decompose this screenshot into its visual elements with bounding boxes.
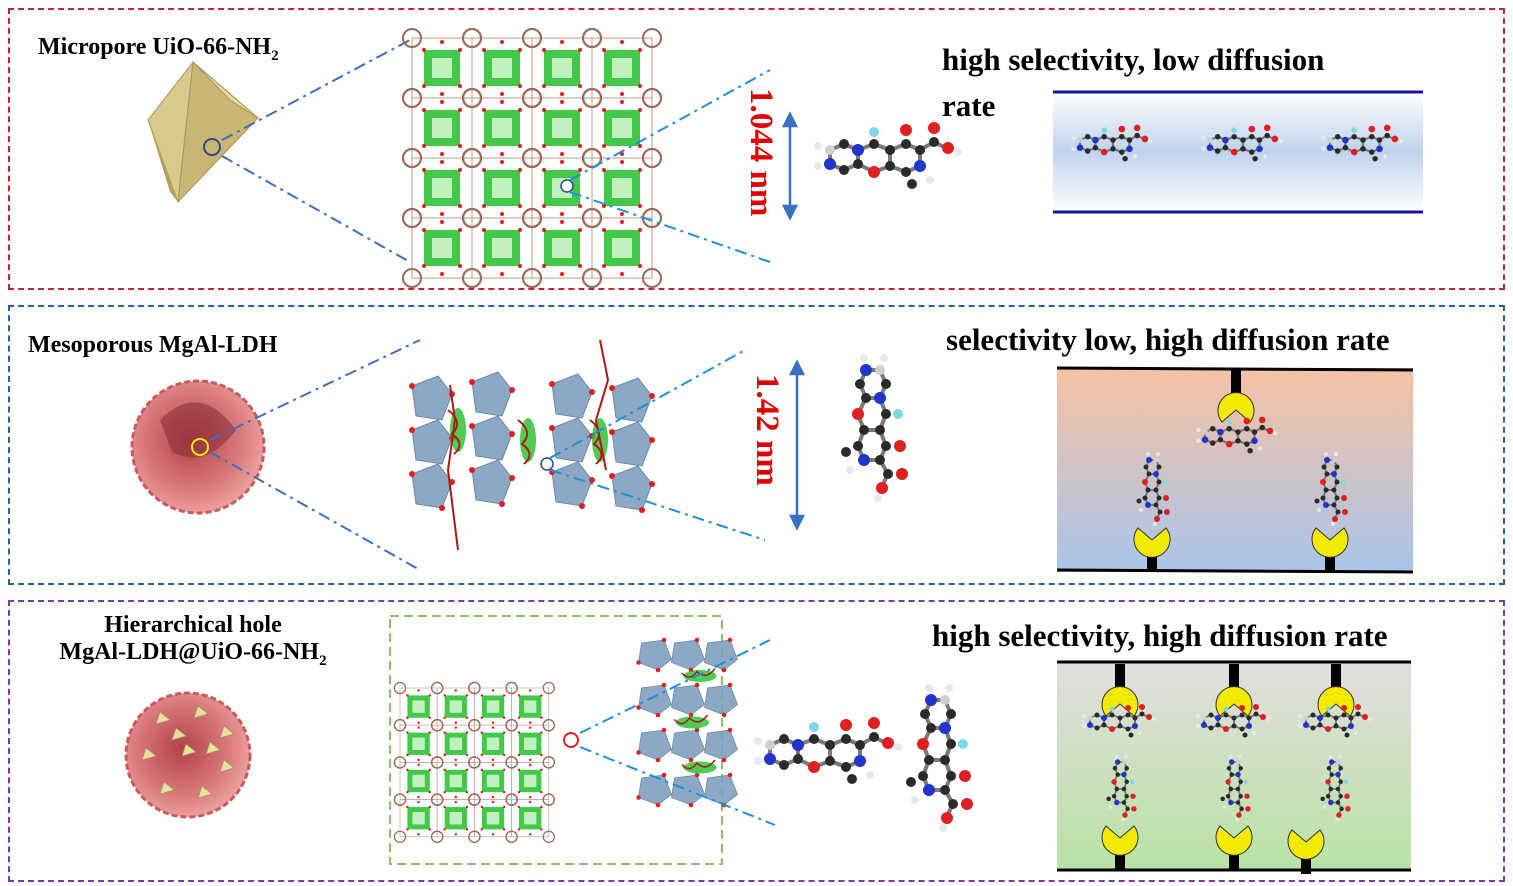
- material-label-hierarchical: Hierarchical hole MgAl-LDH@UiO-66-NH2: [10, 612, 376, 670]
- molecule-icon: [839, 352, 910, 504]
- molecule-icon: [752, 715, 904, 786]
- material-label-micropore: Micropore UiO-66-NH2: [38, 34, 279, 65]
- molecule-icon: [904, 682, 975, 834]
- material-name-line1: Hierarchical hole: [104, 612, 282, 638]
- zoom-guide-line: [569, 69, 771, 181]
- mesoporous-channel: [1056, 366, 1414, 574]
- hierarchical-sphere-icon: [124, 691, 252, 819]
- pore-size-label: 1.42 nm: [749, 374, 785, 486]
- zoom-guide-line: [209, 339, 421, 441]
- zoom-guide-line: [221, 39, 411, 141]
- zoom-guide-line: [221, 155, 411, 263]
- material-subscript: 2: [271, 47, 279, 64]
- zoom-guide-line: [209, 451, 421, 571]
- octahedron-crystal-icon: [147, 60, 259, 204]
- pore-size-label: 1.044 nm: [743, 88, 779, 217]
- zoom-guide-line: [579, 639, 771, 734]
- uio-66-framework-structure: [402, 28, 662, 288]
- panel-mesoporous: [8, 305, 1505, 585]
- microporous-channel: [1053, 90, 1423, 214]
- panel-hierarchical: [8, 600, 1505, 882]
- material-name: Micropore UiO-66-NH: [38, 34, 272, 60]
- panel-heading-continued: rate: [942, 88, 996, 123]
- molecule-icon: [812, 120, 964, 191]
- zoom-guide-line: [579, 746, 776, 826]
- material-label-mesoporous: Mesoporous MgAl-LDH: [28, 332, 278, 359]
- ldh-layered-structure: [408, 339, 656, 551]
- material-name: Mesoporous MgAl-LDH: [28, 332, 278, 358]
- dimension-arrow: [788, 359, 806, 531]
- panel-heading: high selectivity, low diffusion: [942, 42, 1325, 77]
- lamellar-sphere-icon: [130, 379, 266, 515]
- panel-heading: high selectivity, high diffusion rate: [932, 618, 1388, 653]
- panel-micropore: [8, 8, 1505, 290]
- zoom-guide-line: [549, 349, 746, 459]
- dimension-arrow: [781, 111, 799, 221]
- material-subscript: 2: [319, 652, 327, 669]
- material-name-line2: MgAl-LDH@UiO-66-NH: [59, 639, 320, 665]
- panel-heading: selectivity low, high diffusion rate: [946, 322, 1390, 357]
- uio-66-framework-structure: [393, 681, 556, 844]
- hierarchical-channel: [1057, 660, 1411, 875]
- zoom-guide-line: [569, 191, 771, 263]
- composite-zoom-box: [389, 615, 723, 865]
